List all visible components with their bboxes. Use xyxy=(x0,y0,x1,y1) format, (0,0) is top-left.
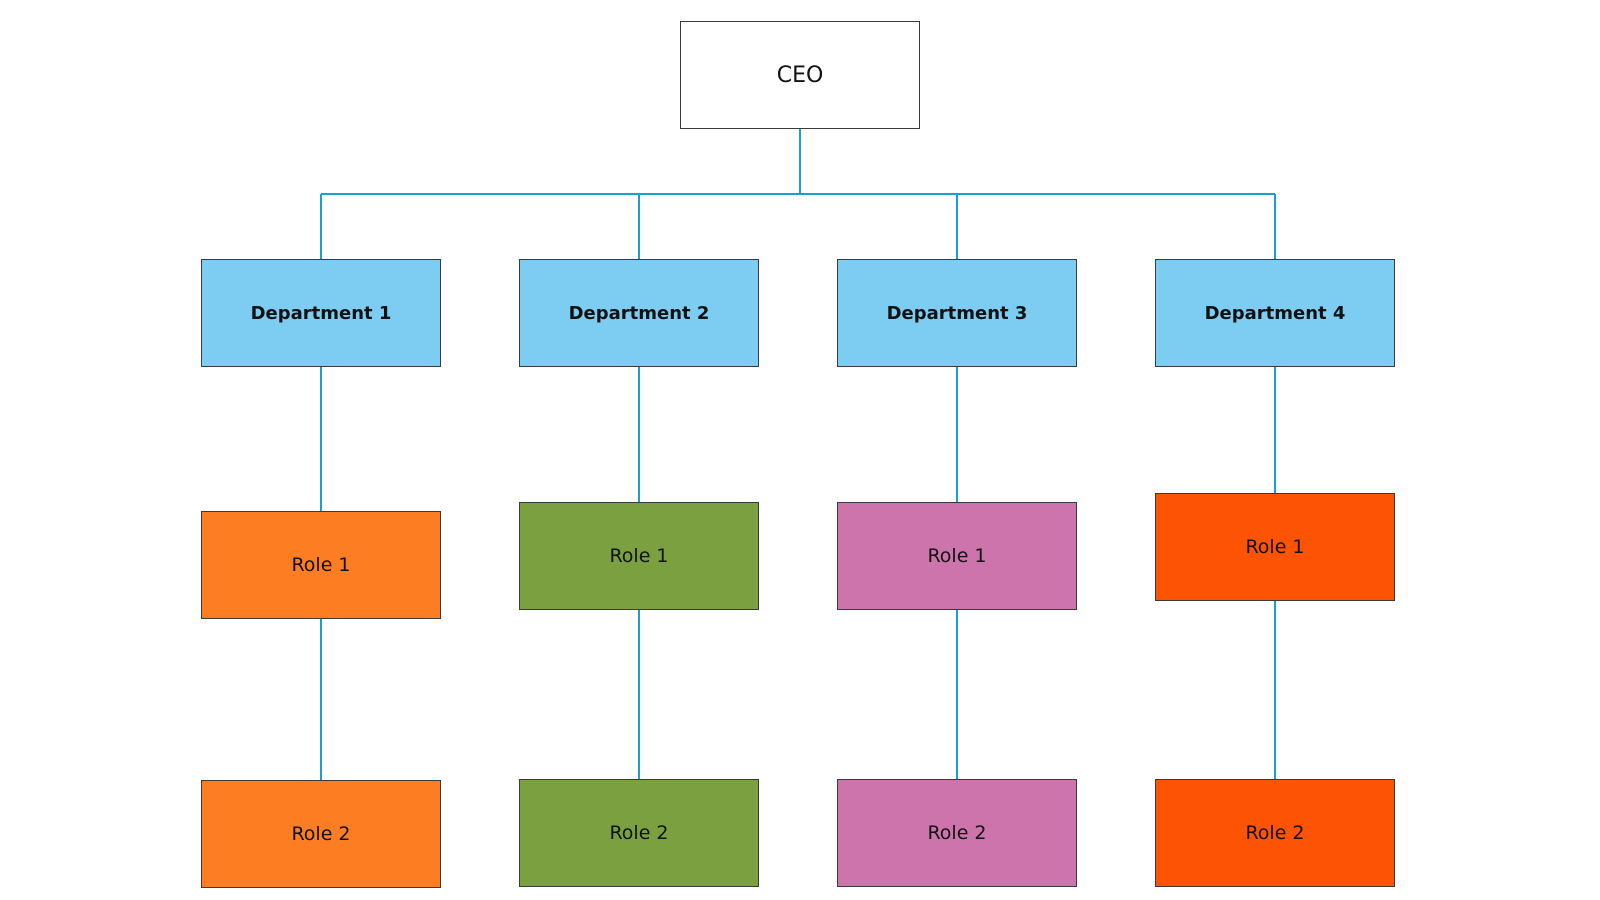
department-4-role-1-node[interactable]: Role 1 xyxy=(1155,493,1395,601)
department-3-node-label: Department 3 xyxy=(886,302,1028,324)
connector-bus-to-department-2 xyxy=(638,194,640,259)
department-2-node-label: Department 2 xyxy=(568,302,710,324)
connector-ceo-to-bus xyxy=(799,129,801,194)
department-1-node-label: Department 1 xyxy=(250,302,392,324)
connector-department-3-to-role-1 xyxy=(956,367,958,502)
department-4-role-1-node-label: Role 1 xyxy=(1245,536,1305,558)
ceo-node[interactable]: CEO xyxy=(680,21,920,129)
connector-department-4-role-1-to-role-2 xyxy=(1274,601,1276,779)
connector-department-4-to-role-1 xyxy=(1274,367,1276,493)
department-2-role-2-node[interactable]: Role 2 xyxy=(519,779,759,887)
connector-bus-to-department-3 xyxy=(956,194,958,259)
department-2-role-1-node[interactable]: Role 1 xyxy=(519,502,759,610)
connector-department-1-to-role-1 xyxy=(320,367,322,511)
department-1-role-1-node-label: Role 1 xyxy=(291,554,351,576)
department-2-role-2-node-label: Role 2 xyxy=(609,822,669,844)
department-3-role-1-node-label: Role 1 xyxy=(927,545,987,567)
connector-bus-to-department-1 xyxy=(320,194,322,259)
department-2-role-1-node-label: Role 1 xyxy=(609,545,669,567)
department-4-node-label: Department 4 xyxy=(1204,302,1346,324)
department-3-role-2-node-label: Role 2 xyxy=(927,822,987,844)
ceo-node-label: CEO xyxy=(776,62,824,88)
department-2-node[interactable]: Department 2 xyxy=(519,259,759,367)
department-4-node[interactable]: Department 4 xyxy=(1155,259,1395,367)
department-4-role-2-node[interactable]: Role 2 xyxy=(1155,779,1395,887)
connector-bus-to-department-4 xyxy=(1274,194,1276,259)
department-1-role-2-node[interactable]: Role 2 xyxy=(201,780,441,888)
connector-department-2-to-role-1 xyxy=(638,367,640,502)
connector-department-1-role-1-to-role-2 xyxy=(320,619,322,780)
department-3-role-1-node[interactable]: Role 1 xyxy=(837,502,1077,610)
connector-horizontal-bus xyxy=(321,193,1275,195)
department-3-node[interactable]: Department 3 xyxy=(837,259,1077,367)
department-1-role-1-node[interactable]: Role 1 xyxy=(201,511,441,619)
connector-department-2-role-1-to-role-2 xyxy=(638,610,640,779)
connector-department-3-role-1-to-role-2 xyxy=(956,610,958,779)
department-3-role-2-node[interactable]: Role 2 xyxy=(837,779,1077,887)
department-1-role-2-node-label: Role 2 xyxy=(291,823,351,845)
department-4-role-2-node-label: Role 2 xyxy=(1245,822,1305,844)
department-1-node[interactable]: Department 1 xyxy=(201,259,441,367)
